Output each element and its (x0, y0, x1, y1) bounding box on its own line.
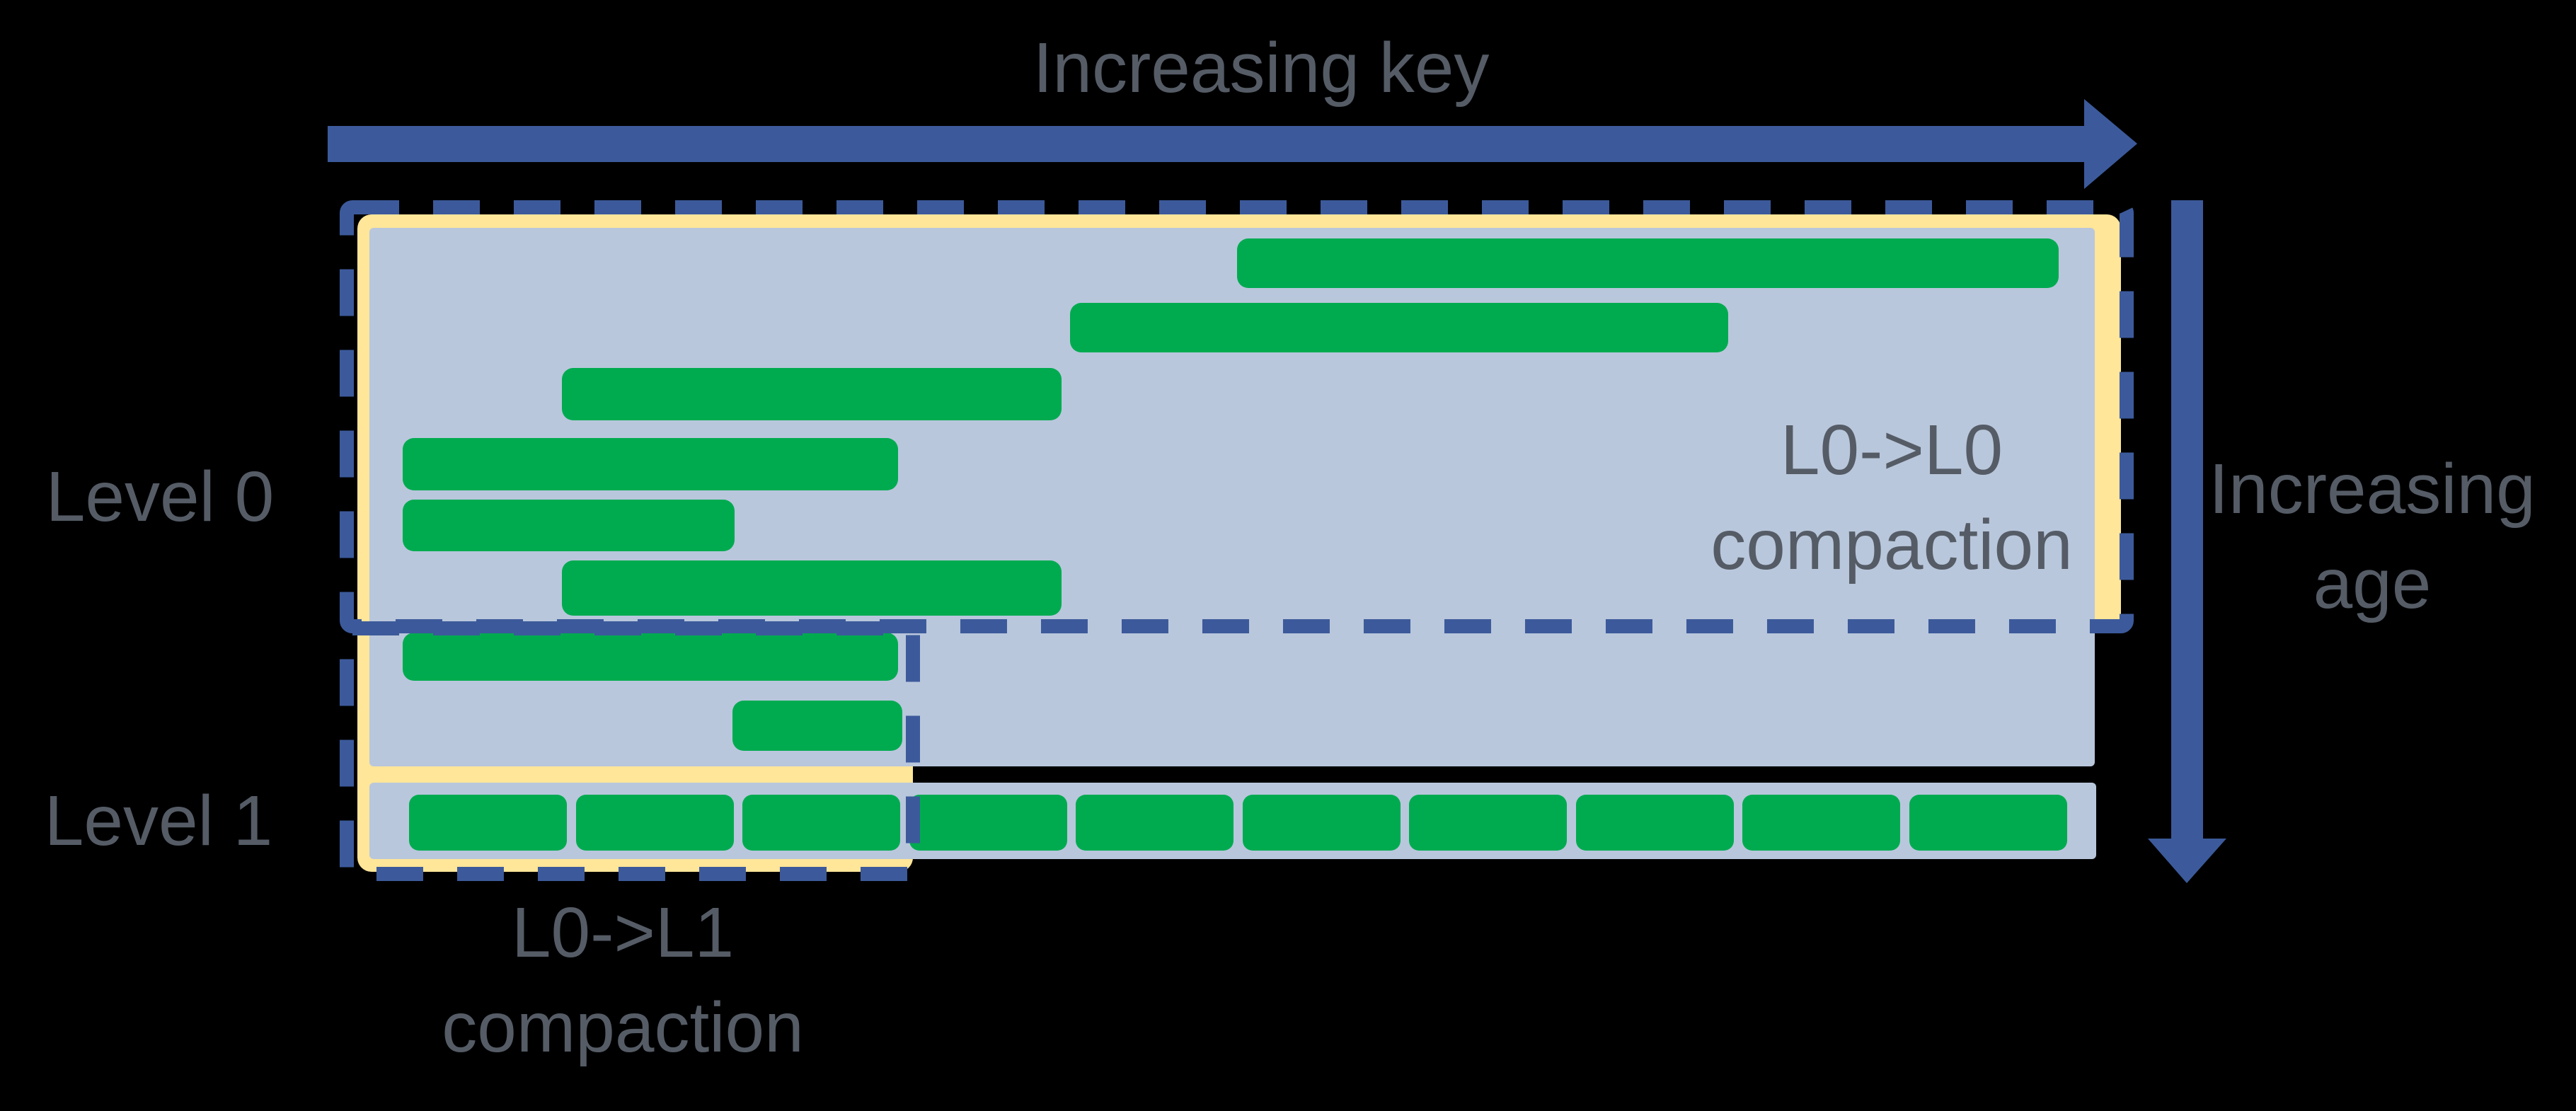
sstable-level1-5 (1243, 795, 1401, 851)
l0-l1-compaction-label-line1: L0->L1 (511, 893, 735, 972)
increasing-age-label-line1: Increasing (2209, 449, 2536, 529)
increasing-age-arrow-head (2148, 839, 2226, 883)
l0-l0-compaction-label: L0->L0 compaction (1710, 403, 2072, 592)
increasing-key-arrow-head (2084, 99, 2137, 189)
sstable-level1-2 (742, 795, 900, 851)
level-1-label: Level 1 (44, 781, 273, 860)
l0-l1-compaction-outline (340, 621, 920, 881)
l0-l0-compaction-label-line2: compaction (1710, 505, 2073, 585)
sstable-level0-6 (403, 633, 898, 681)
sstable-level1-3 (909, 795, 1067, 851)
sstable-level1-6 (1409, 795, 1567, 851)
sstable-level1-7 (1576, 795, 1734, 851)
sstable-level1-8 (1742, 795, 1900, 851)
increasing-key-label: Increasing key (1033, 28, 1490, 108)
sstable-level1-1 (576, 795, 734, 851)
l0-l0-compaction-outline (340, 200, 2134, 633)
sstable-level0-7 (732, 701, 902, 751)
sstable-level1-4 (1076, 795, 1234, 851)
sstable-level0-4 (403, 500, 735, 551)
l0-l1-compaction-label-line2: compaction (442, 988, 804, 1067)
increasing-age-label-line2: age (2313, 544, 2432, 623)
sstable-level0-3 (403, 438, 898, 490)
sstable-level1-0 (409, 795, 567, 851)
increasing-age-arrow-body (2171, 200, 2203, 839)
sstable-level0-0 (1237, 238, 2059, 288)
increasing-age-label: Increasing age (2209, 442, 2535, 631)
sstable-level0-2 (562, 368, 1062, 420)
level-0-label: Level 0 (45, 457, 275, 536)
sstable-level1-9 (1909, 795, 2067, 851)
l0-l1-compaction-label: L0->L1 compaction (442, 885, 803, 1075)
l0-l0-compaction-label-line1: L0->L0 (1780, 410, 2003, 490)
increasing-key-arrow-body (328, 126, 2084, 162)
sstable-level0-1 (1070, 303, 1728, 352)
sstable-level0-5 (562, 560, 1062, 616)
